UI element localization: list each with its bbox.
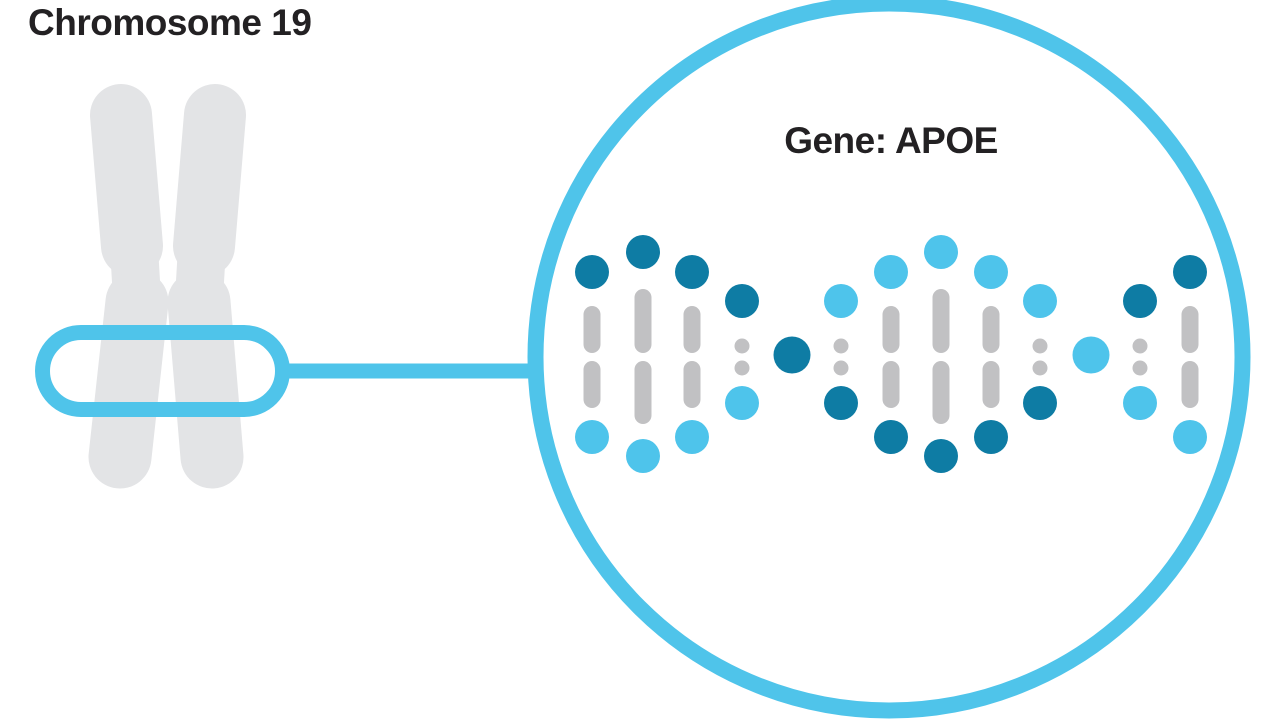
dna-rung-small-dot — [734, 338, 750, 354]
dna-rung-bar — [1181, 306, 1199, 353]
dna-rung-bar — [683, 306, 701, 353]
gene-label: Gene: APOE — [784, 120, 998, 161]
dna-base-dot-top — [824, 284, 858, 318]
dna-base-dot-top — [1123, 284, 1157, 318]
dna-base-dot-top — [924, 235, 958, 269]
connector-line — [284, 363, 542, 379]
dna-base-dot-bottom — [824, 386, 858, 420]
dna-base-dot-top — [725, 284, 759, 318]
dna-rung-bar — [683, 361, 701, 408]
dna-rung-small-dot — [1132, 338, 1148, 354]
dna-base-dot-bottom — [1023, 386, 1057, 420]
dna-base-dot-top — [575, 255, 609, 289]
magnifier-circle — [527, 0, 1251, 719]
dna-rung-small-dot — [734, 360, 750, 376]
dna-base-dot-bottom — [974, 420, 1008, 454]
chromatid-right-arm — [173, 84, 246, 277]
dna-base-dot-top — [675, 255, 709, 289]
dna-rung-small-dot — [1032, 360, 1048, 376]
dna-rung-bar — [634, 361, 652, 424]
dna-rung-bar — [583, 361, 601, 408]
dna-node-dot — [773, 336, 811, 374]
dna-rung-small-dot — [833, 338, 849, 354]
dna-rung-bar — [932, 289, 950, 353]
dna-base-dot-bottom — [575, 420, 609, 454]
dna-base-dot-bottom — [874, 420, 908, 454]
dna-rung-small-dot — [1032, 338, 1048, 354]
dna-rung-small-dot — [833, 360, 849, 376]
dna-base-dot-top — [626, 235, 660, 269]
dna-rung-bar — [982, 306, 1000, 353]
dna-base-dot-top — [874, 255, 908, 289]
dna-rung-bar — [1181, 361, 1199, 408]
dna-rung-small-dot — [1132, 360, 1148, 376]
dna-rung-bar — [882, 361, 900, 408]
dna-base-dot-top — [974, 255, 1008, 289]
dna-base-dot-bottom — [675, 420, 709, 454]
dna-base-dot-top — [1023, 284, 1057, 318]
dna-rung-bar — [634, 289, 652, 353]
dna-strand — [575, 235, 1207, 473]
dna-rung-bar — [982, 361, 1000, 408]
dna-rung-bar — [583, 306, 601, 353]
dna-base-dot-bottom — [1173, 420, 1207, 454]
gene-locus-highlight-outline — [35, 325, 290, 417]
dna-node-dot — [1072, 336, 1110, 374]
dna-base-dot-bottom — [924, 439, 958, 473]
dna-base-dot-bottom — [626, 439, 660, 473]
page-title: Chromosome 19 — [28, 2, 312, 43]
dna-base-dot-bottom — [1123, 386, 1157, 420]
chromatid-left-arm — [90, 84, 163, 277]
dna-base-dot-top — [1173, 255, 1207, 289]
dna-base-dot-bottom — [725, 386, 759, 420]
dna-rung-bar — [932, 361, 950, 424]
dna-rung-bar — [882, 306, 900, 353]
